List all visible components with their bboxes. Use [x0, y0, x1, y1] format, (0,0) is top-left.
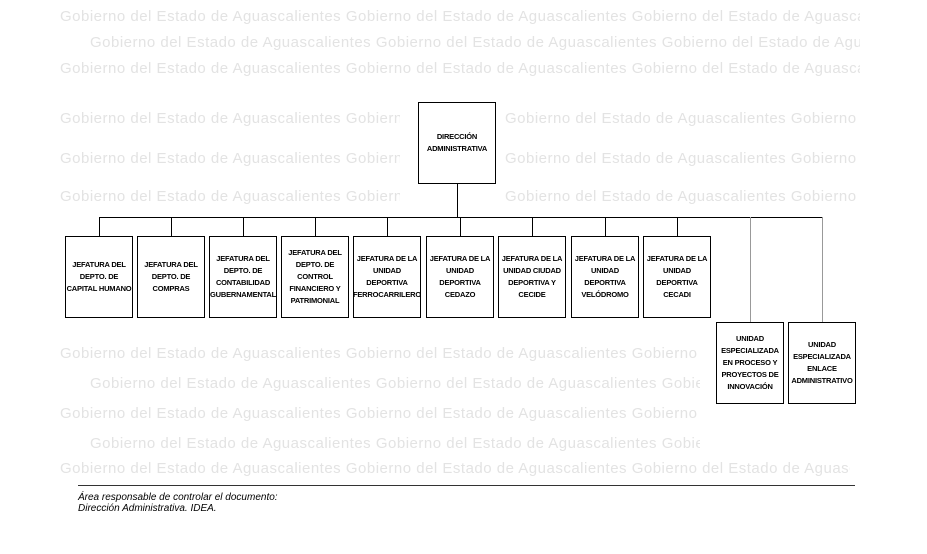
connector-horizontal [99, 217, 823, 218]
org-box-8: JEFATURA DE LA UNIDAD DEPORTIVA VELÓDROM… [571, 236, 639, 318]
org-box-10: UNIDAD ESPECIALIZADA EN PROCESO Y PROYEC… [716, 322, 784, 404]
org-box-3: JEFATURA DEL DEPTO. DE CONTABILIDAD GUBE… [209, 236, 277, 318]
watermark-row: Gobierno del Estado de Aguascalientes Go… [90, 375, 700, 392]
org-box-6: JEFATURA DE LA UNIDAD DEPORTIVA CEDAZO [426, 236, 494, 318]
footer-divider [78, 485, 855, 486]
watermark-row: Gobierno del Estado de Aguascalientes Go… [60, 150, 400, 167]
connector-11 [822, 217, 823, 322]
org-box-7: JEFATURA DE LA UNIDAD CIUDAD DEPORTIVA Y… [498, 236, 566, 318]
org-box-9: JEFATURA DE LA UNIDAD DEPORTIVA CECADI [643, 236, 711, 318]
connector-root [457, 184, 458, 217]
connector-5 [387, 217, 388, 236]
watermark-row: Gobierno del Estado de Aguascalientes Go… [60, 188, 400, 205]
watermark-row: Gobierno del Estado de Aguascalientes Go… [60, 460, 850, 477]
watermark-row: Gobierno del Estado de Aguascalientes Go… [505, 188, 860, 205]
footer-line-2: Dirección Administrativa. IDEA. [78, 503, 217, 514]
org-box-4: JEFATURA DEL DEPTO. DE CONTROL FINANCIER… [281, 236, 349, 318]
org-box-2: JEFATURA DEL DEPTO. DE COMPRAS [137, 236, 205, 318]
org-box-11: UNIDAD ESPECIALIZADA ENLACE ADMINISTRATI… [788, 322, 856, 404]
connector-9 [677, 217, 678, 236]
connector-7 [532, 217, 533, 236]
watermark-row: Gobierno del Estado de Aguascalientes Go… [60, 60, 860, 77]
watermark-row: Gobierno del Estado de Aguascalientes Go… [60, 110, 400, 127]
connector-6 [460, 217, 461, 236]
connector-10 [750, 217, 751, 322]
connector-3 [243, 217, 244, 236]
watermark-row: Gobierno del Estado de Aguascalientes Go… [505, 110, 860, 127]
connector-4 [315, 217, 316, 236]
footer-line-1: Área responsable de controlar el documen… [78, 492, 278, 503]
watermark-row: Gobierno del Estado de Aguascalientes Go… [60, 8, 860, 25]
watermark-row: Gobierno del Estado de Aguascalientes Go… [60, 345, 700, 362]
org-box-5: JEFATURA DE LA UNIDAD DEPORTIVA FERROCAR… [353, 236, 421, 318]
org-box-1: JEFATURA DEL DEPTO. DE CAPITAL HUMANO [65, 236, 133, 318]
footer: Área responsable de controlar el documen… [78, 492, 278, 514]
org-box-root: DIRECCIÓN ADMINISTRATIVA [418, 102, 496, 184]
connector-1 [99, 217, 100, 236]
watermark-row: Gobierno del Estado de Aguascalientes Go… [505, 150, 860, 167]
watermark-row: Gobierno del Estado de Aguascalientes Go… [90, 435, 700, 452]
watermark-row: Gobierno del Estado de Aguascalientes Go… [90, 34, 860, 51]
connector-8 [605, 217, 606, 236]
connector-2 [171, 217, 172, 236]
watermark-row: Gobierno del Estado de Aguascalientes Go… [60, 405, 700, 422]
